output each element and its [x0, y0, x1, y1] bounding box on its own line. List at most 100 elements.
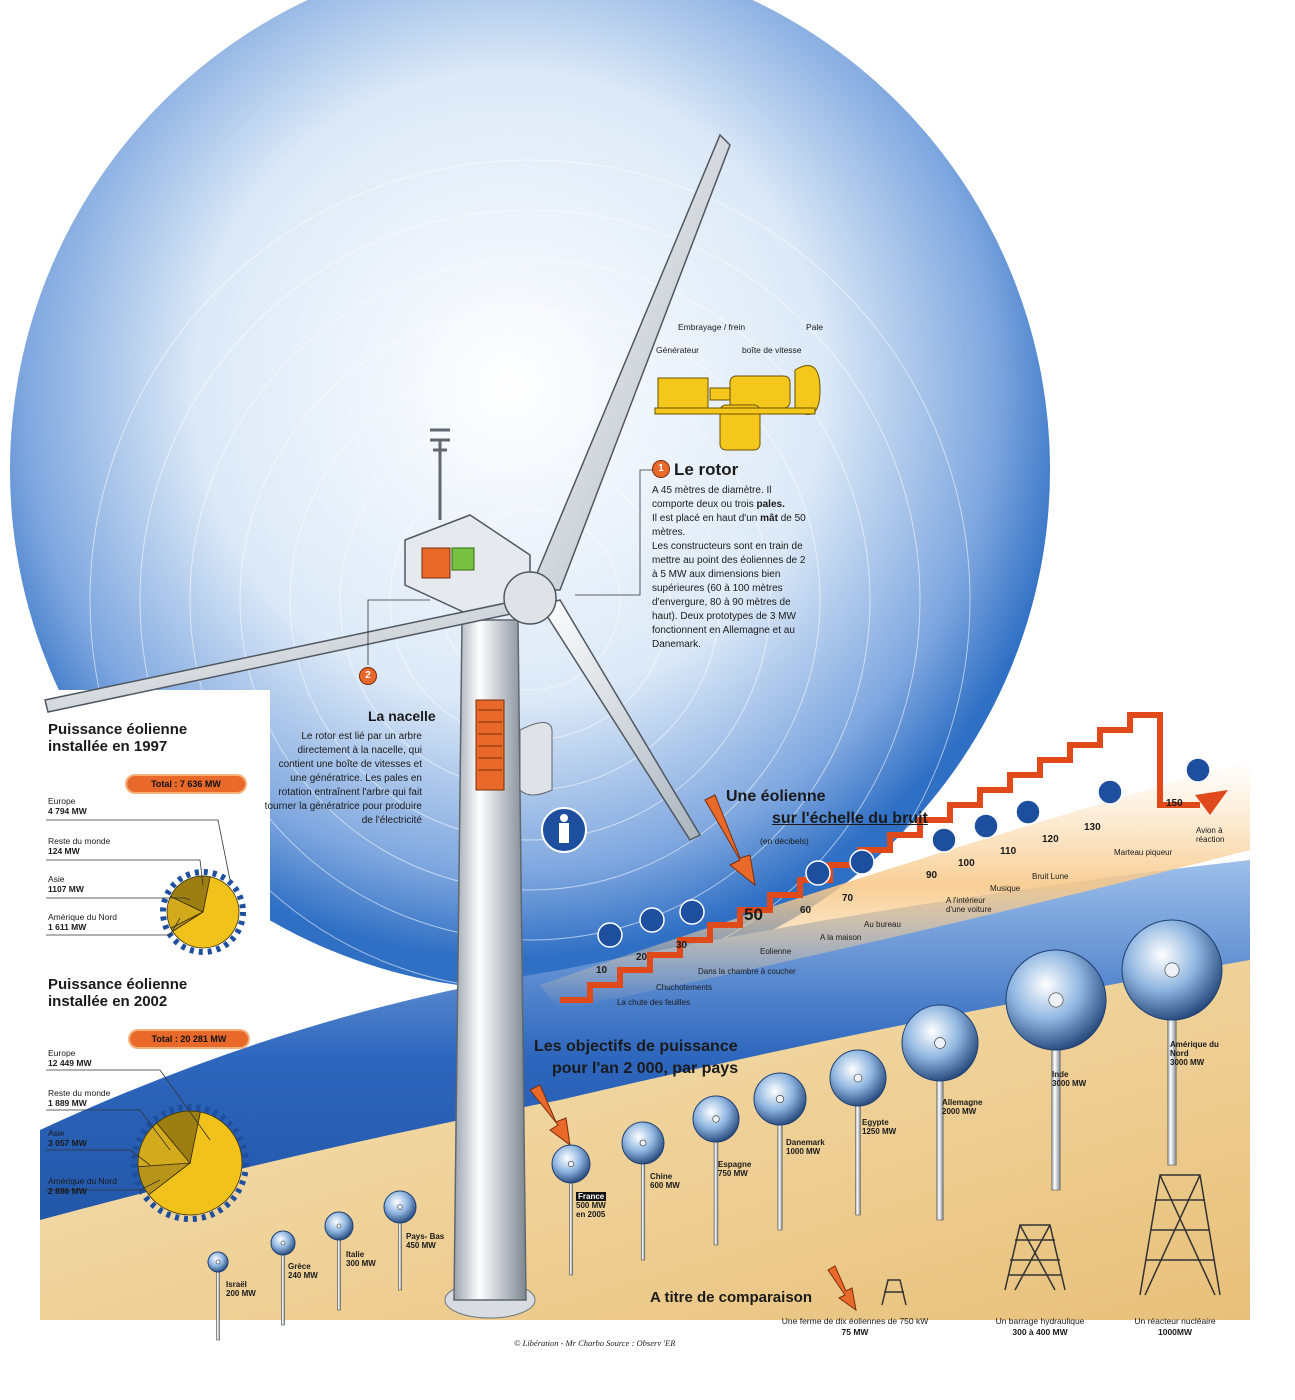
- turbine-mast: [444, 619, 553, 1319]
- pie-1997-total: Total : 7 636 MW: [127, 776, 245, 792]
- rotor-number-badge: 1: [652, 460, 670, 478]
- country-name: Espagne: [718, 1160, 752, 1169]
- country-name: Grèce: [288, 1262, 311, 1271]
- comparison-title: A titre de comparaison: [650, 1289, 812, 1306]
- turbine-hub-6: [712, 1115, 720, 1123]
- pie-1997-title: Puissance éolienne installée en 1997: [48, 721, 188, 755]
- noise-staircase: [560, 712, 1200, 1003]
- rotation-swirl: [10, 0, 1050, 990]
- country-value: 200 MW: [226, 1289, 256, 1299]
- country-value: 2000 MW: [942, 1107, 977, 1117]
- pie-slice-asie: [137, 1122, 191, 1168]
- comparison-reactor-value: 1000MW: [1157, 1326, 1192, 1337]
- country-value: 3000 MW: [1052, 1079, 1087, 1089]
- noise-label: A la maison: [820, 933, 862, 942]
- legend-value: 1 889 MW: [48, 1098, 87, 1109]
- objectives-arrow: [529, 1084, 571, 1147]
- country-value: 240 MW: [288, 1271, 318, 1281]
- rotor-text-pales: pales.: [756, 499, 785, 510]
- turbine-hub-9: [934, 1037, 946, 1049]
- noise-step-90: 90: [926, 870, 938, 881]
- turbine-hub-1: [280, 1240, 286, 1246]
- country-name: Pays- Bas: [406, 1232, 445, 1241]
- country-value: 750 MW: [718, 1169, 748, 1179]
- country-name: Italie: [346, 1250, 365, 1259]
- mechanism-label-clutch: Embrayage / frein: [678, 322, 746, 332]
- country-name: France: [576, 1192, 607, 1201]
- turbine-hub-7: [775, 1094, 785, 1104]
- pie-slice-amérique-du-nord: [156, 1110, 201, 1164]
- noise-step-150: 150: [1166, 798, 1183, 809]
- comparison-arrow: [827, 1265, 857, 1312]
- noise-glow: [540, 760, 1250, 1010]
- pie-chart-1997: [160, 869, 246, 955]
- legend-name: Amérique du Nord: [48, 1176, 117, 1186]
- objectives-title-line-1: Les objectifs de puissance: [534, 1038, 738, 1055]
- comparison-pylons: [881, 1174, 1221, 1306]
- legend-name: Reste du monde: [48, 836, 111, 846]
- nacelle-title: La nacelle: [368, 708, 436, 724]
- mechanism-diagram: [654, 365, 821, 451]
- rotor-blades: [44, 133, 731, 841]
- noise-step-120: 120: [1042, 834, 1059, 845]
- country-name: Allemagne: [942, 1098, 983, 1107]
- country-name: Danemark: [786, 1138, 825, 1147]
- country-note: en 2005: [576, 1210, 606, 1220]
- country-turbines: [207, 919, 1223, 1341]
- noise-step-10: 10: [596, 965, 608, 976]
- country-value: 3000 MW: [1170, 1058, 1205, 1068]
- pie-slice-amérique-du-nord: [169, 875, 211, 913]
- country-name: Israël: [226, 1280, 247, 1289]
- rotor-text-mat: mât: [760, 513, 778, 524]
- noise-icons: [597, 757, 1211, 948]
- pie-slice-europe: [172, 876, 240, 949]
- rotor-text-2: Il est placé en haut d'un: [652, 513, 758, 524]
- noise-label: Avion à réaction: [1196, 826, 1225, 845]
- noise-step-30: 30: [676, 940, 688, 951]
- legend-name: Asie: [48, 1128, 65, 1138]
- noise-label: Dans la chambre à coucher: [698, 967, 796, 976]
- legend-name: Amérique du Nord: [48, 912, 117, 922]
- pie-gear-rim: [160, 869, 246, 955]
- rotor-description: A 45 mètres de diamètre. Il comporte deu…: [652, 484, 807, 652]
- legend-name: Reste du monde: [48, 1088, 111, 1098]
- noise-step-70: 70: [842, 893, 854, 904]
- turbine-hub-2: [336, 1223, 342, 1229]
- country-value: 1250 MW: [862, 1127, 897, 1137]
- legend-value: 1 611 MW: [48, 922, 87, 933]
- noise-label: Chuchotements: [656, 983, 713, 992]
- mechanism-label-generator: Générateur: [656, 345, 699, 355]
- noise-step-100: 100: [958, 858, 975, 869]
- turbine-hub-4: [567, 1160, 575, 1168]
- country-name: Chine: [650, 1172, 673, 1181]
- turbine-hub-8: [853, 1073, 863, 1083]
- country-value: 500 MW: [576, 1201, 606, 1211]
- credit-line: © Libération - Mr Charbo Source : Observ…: [514, 1338, 676, 1348]
- pie-2002-title: Puissance éolienne installée en 2002: [48, 976, 188, 1010]
- turbine-mast-0: [216, 1261, 220, 1341]
- comparison-reactor-name: Un réacteur nucléaire: [1134, 1316, 1216, 1326]
- noise-step-130: 130: [1084, 822, 1101, 833]
- country-value: 600 MW: [650, 1181, 680, 1191]
- noise-label: Eolienne: [760, 947, 792, 956]
- noise-title-line-1: Une éolienne: [726, 788, 826, 805]
- pie-gear-rim: [131, 1104, 249, 1222]
- comparison-dam-value: 300 à 400 MW: [1012, 1326, 1068, 1337]
- noise-label: Marteau piqueur: [1114, 848, 1173, 857]
- turbine-hub-11: [1164, 962, 1180, 978]
- legend-value: 3 057 MW: [48, 1138, 87, 1149]
